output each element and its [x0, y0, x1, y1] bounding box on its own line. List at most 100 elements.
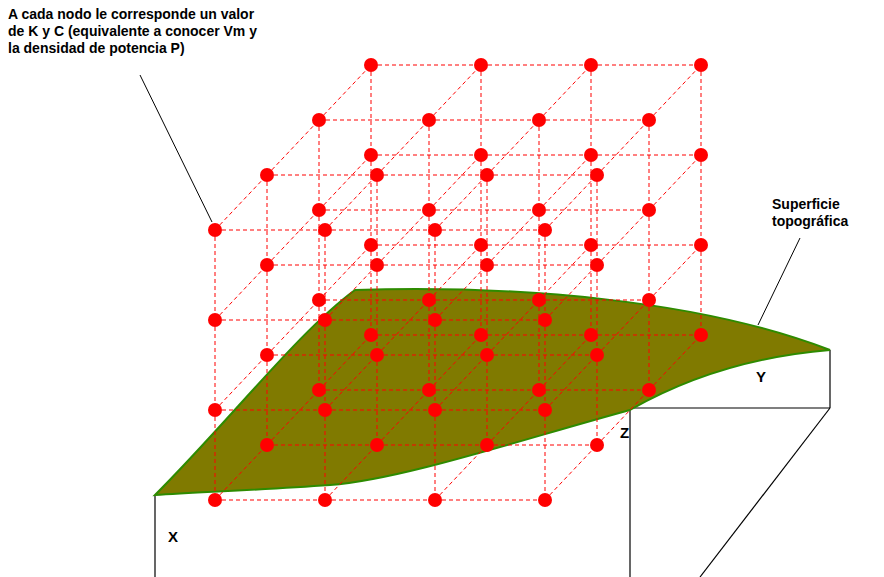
grid-line: [649, 155, 701, 210]
grid-line: [215, 320, 216, 410]
grid-line: [377, 120, 429, 175]
grid-line: [701, 155, 702, 245]
grid-line: [215, 320, 325, 321]
grid-line: [591, 155, 701, 156]
grid-node-dot: [364, 148, 378, 162]
axis-label: X: [168, 528, 178, 545]
grid-node-dot: [642, 293, 656, 307]
grid-node-dot: [642, 113, 656, 127]
grid-line: [325, 320, 435, 321]
grid-line: [319, 65, 371, 120]
grid-node-dot: [312, 113, 326, 127]
grid-line: [429, 390, 539, 391]
grid-line: [377, 355, 487, 356]
grid-line: [539, 300, 540, 390]
grid-line: [267, 265, 268, 355]
grid-line: [371, 65, 372, 155]
grid-line: [481, 155, 482, 245]
grid-line: [481, 65, 591, 66]
grid-line: [319, 210, 429, 211]
grid-node-dot: [538, 493, 552, 507]
grid-node-dot: [428, 403, 442, 417]
grid-line: [539, 300, 649, 301]
grid-line: [377, 210, 429, 265]
grid-line: [481, 245, 482, 335]
grid-node-dot: [590, 258, 604, 272]
grid-node-dot: [474, 148, 488, 162]
grid-line: [649, 300, 650, 390]
grid-line: [371, 155, 481, 156]
grid-line: [487, 265, 488, 355]
grid-line: [487, 210, 539, 265]
grid-line: [545, 355, 597, 410]
grid-line: [429, 335, 481, 390]
grid-node-dot: [422, 293, 436, 307]
grid-line: [649, 335, 701, 390]
grid-line: [267, 120, 319, 175]
grid-line: [487, 175, 597, 176]
grid-line: [435, 445, 487, 500]
grid-line: [319, 300, 429, 301]
grid-line: [371, 245, 481, 246]
grid-node-dot: [312, 383, 326, 397]
grid-line: [591, 245, 701, 246]
grid-line: [377, 355, 378, 445]
grid-line: [325, 265, 377, 320]
grid-node-dot: [422, 203, 436, 217]
grid-node-dot: [480, 168, 494, 182]
grid-node-dot: [312, 293, 326, 307]
grid-line: [481, 245, 591, 246]
grid-line: [539, 210, 649, 211]
grid-node-dot: [538, 403, 552, 417]
grid-line: [649, 65, 701, 120]
grid-line: [591, 65, 701, 66]
grid-node-dot: [370, 168, 384, 182]
grid-line: [545, 230, 546, 320]
grid-node-dot: [584, 58, 598, 72]
grid-line: [319, 120, 320, 210]
grid-line: [435, 355, 487, 410]
grid-node-dot: [480, 258, 494, 272]
grid-line: [377, 175, 487, 176]
grid-line: [371, 155, 372, 245]
grid-line: [325, 355, 377, 410]
grid-line: [377, 175, 378, 265]
grid-node-dot: [364, 238, 378, 252]
grid-line: [435, 230, 545, 231]
grid-line: [539, 120, 540, 210]
grid-line: [215, 410, 325, 411]
grid-node-dot: [318, 403, 332, 417]
leader-lines: [140, 75, 800, 325]
grid-line: [325, 500, 435, 501]
grid-node-dot: [260, 258, 274, 272]
grid-node-dot: [694, 238, 708, 252]
grid-node-dot: [260, 438, 274, 452]
grid-line: [319, 300, 320, 390]
grid-line: [539, 245, 591, 300]
grid-line: [487, 300, 539, 355]
grid-node-dot: [260, 348, 274, 362]
grid-node-dot: [370, 348, 384, 362]
grid-line: [539, 120, 649, 121]
grid-line: [325, 445, 377, 500]
grid-node-dot: [538, 313, 552, 327]
grid-line: [429, 210, 430, 300]
grid-line: [539, 155, 591, 210]
grid-node-dot: [694, 58, 708, 72]
grid-node-dot: [364, 328, 378, 342]
grid-line: [319, 245, 371, 300]
grid-line: [429, 300, 430, 390]
grid-node-dot: [428, 493, 442, 507]
grid-node-dot: [590, 438, 604, 452]
grid-line: [215, 175, 267, 230]
grid-node-dot: [422, 383, 436, 397]
grid-line: [377, 390, 429, 445]
grid-line: [319, 335, 371, 390]
grid-line: [429, 120, 430, 210]
grid-line: [539, 65, 591, 120]
grid-line: [435, 500, 545, 501]
grid-node-dot: [694, 148, 708, 162]
grid-node-dot: [428, 223, 442, 237]
grid-node-dot: [642, 383, 656, 397]
